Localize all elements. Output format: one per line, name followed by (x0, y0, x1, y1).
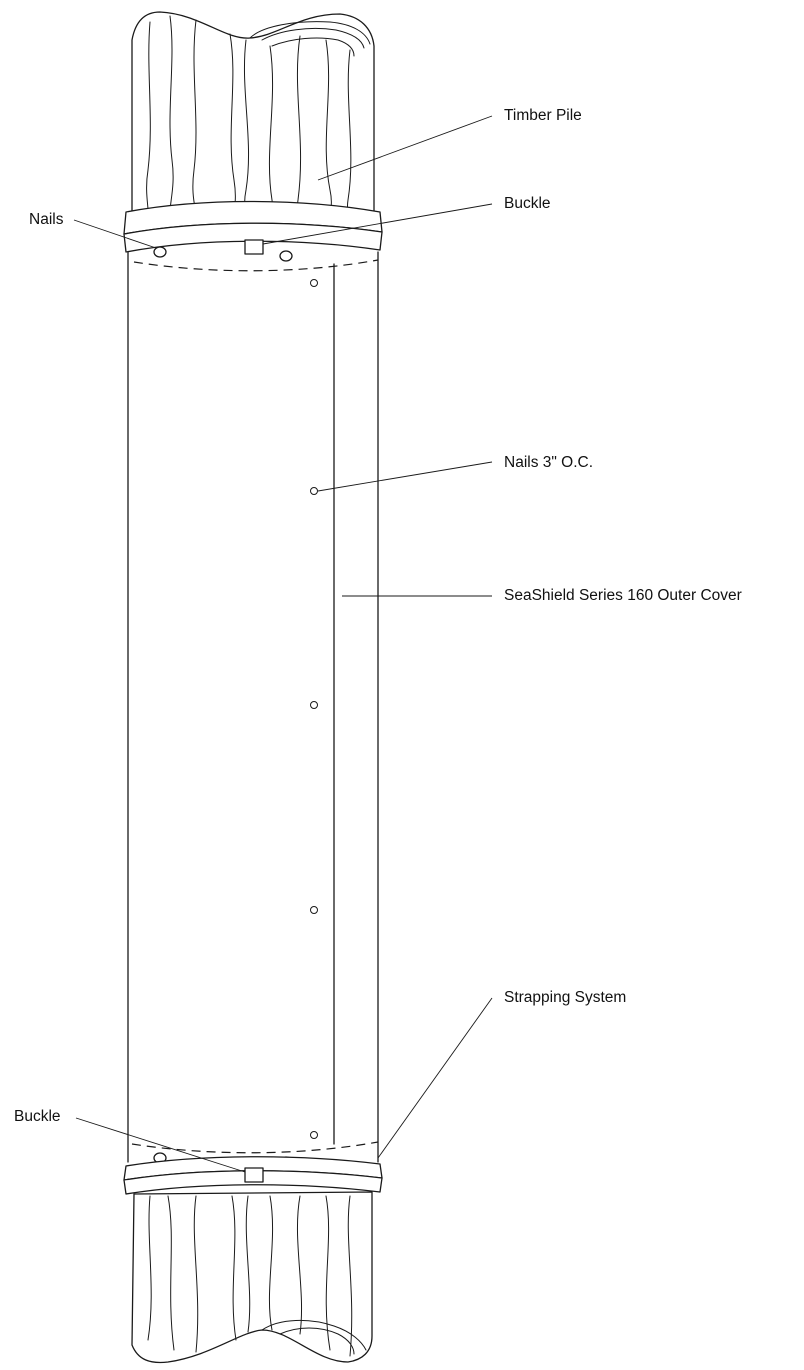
leader-buckle-top (262, 203, 493, 245)
leader-buckle-bottom (75, 1117, 246, 1173)
leader-strapping-system (377, 997, 493, 1159)
buckle-bottom-label: Buckle (14, 1108, 61, 1125)
leader-timber-pile (317, 115, 493, 181)
leader-nails-oc (317, 461, 493, 492)
timber-pile-top (131, 11, 375, 223)
nails-top-label: Nails (29, 211, 64, 228)
strapping-system-label: Strapping System (504, 989, 627, 1006)
buckle-top-label: Buckle (504, 195, 551, 212)
timber-pile-label: Timber Pile (504, 107, 582, 124)
bottom-strap-band (123, 1141, 383, 1195)
outer-cover (127, 251, 379, 1163)
top-strap-band (123, 200, 383, 272)
outer-cover-label: SeaShield Series 160 Outer Cover (504, 587, 742, 604)
leader-lines (73, 115, 493, 1173)
nails-oc-label: Nails 3" O.C. (504, 454, 594, 471)
leader-nails-top (73, 219, 157, 249)
timber-pile-bottom (131, 1191, 373, 1364)
